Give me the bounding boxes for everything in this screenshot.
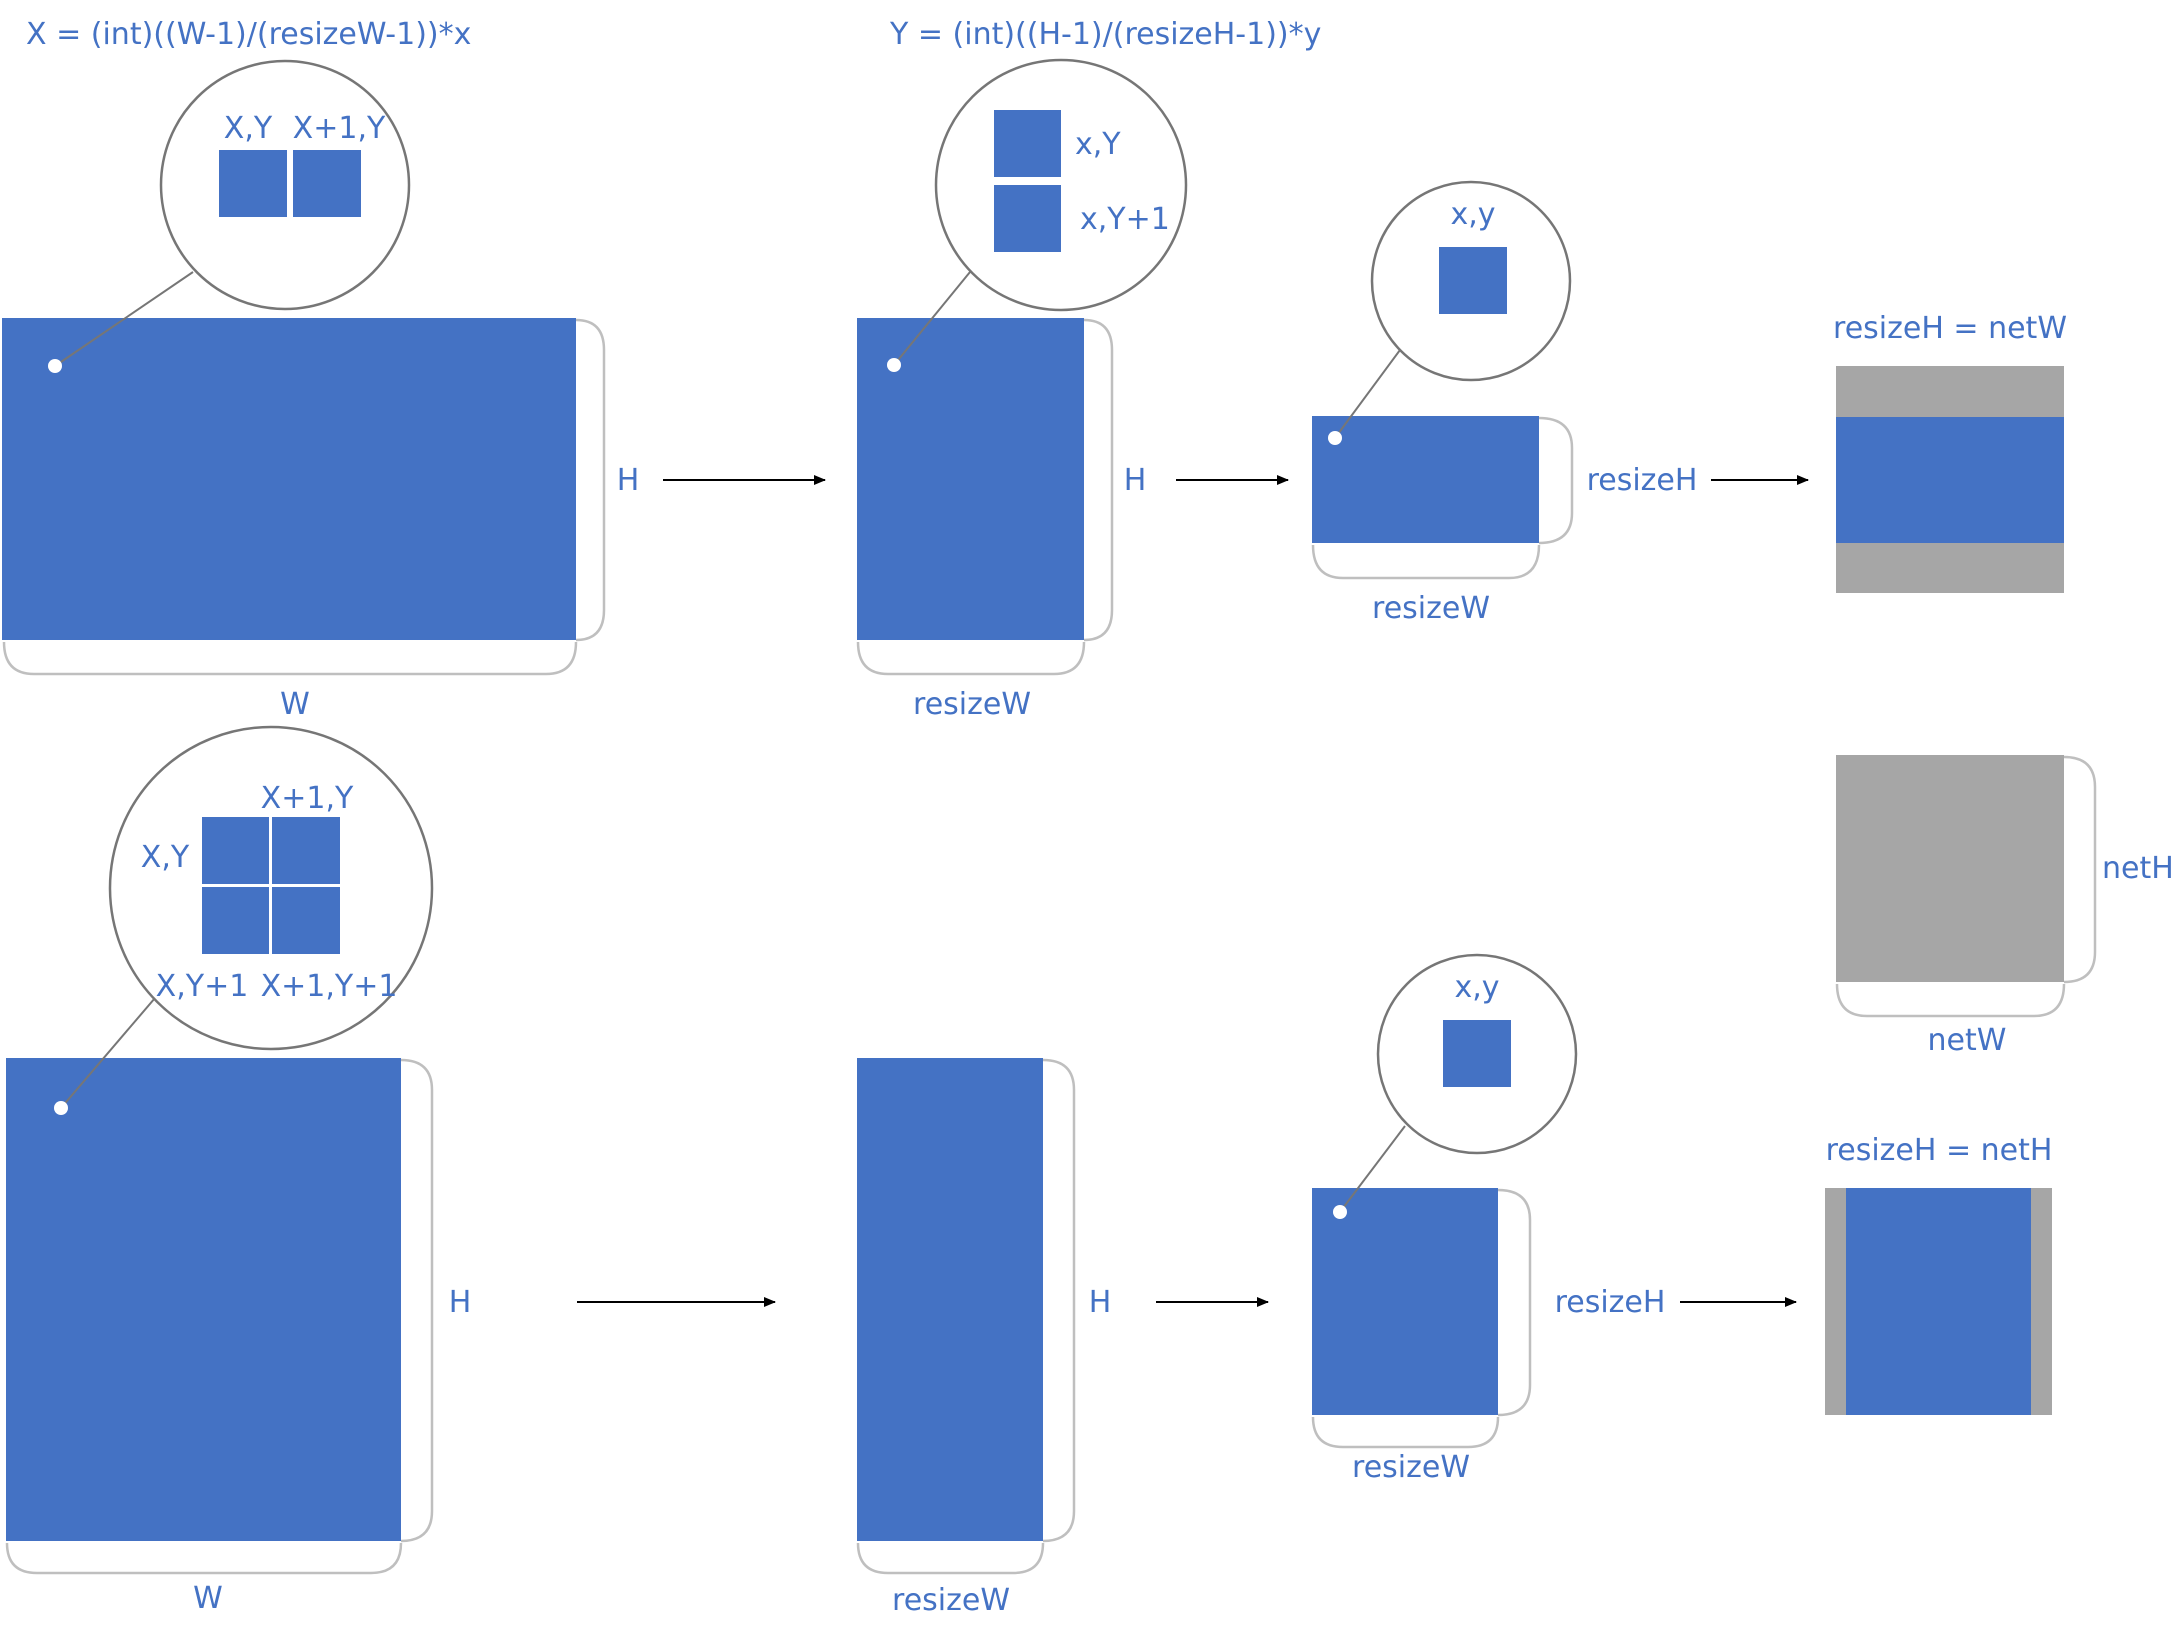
stage3-width-bracket-bottom — [1311, 1416, 1500, 1449]
source-width-bracket — [2, 641, 578, 676]
pixel-X1Y1 — [272, 887, 340, 954]
stage3-width-label: resizeW — [1372, 591, 1490, 626]
zoom-circle-4 — [108, 725, 434, 1051]
stage2-height-label: H — [1124, 463, 1147, 498]
stage3-height-bracket-bottom — [1497, 1188, 1532, 1417]
pixel-label-xY1: x,Y+1 — [1080, 202, 1170, 237]
source-image-bottom — [6, 1058, 401, 1541]
source-width-label-bottom: W — [193, 1581, 223, 1616]
net-input-reference — [1836, 755, 2064, 982]
stage2-width-bracket — [856, 641, 1086, 676]
pixel-label-xY: x,Y — [1075, 127, 1121, 162]
pixel-label-XY: X,Y — [224, 111, 273, 146]
pixel-xY — [994, 110, 1061, 177]
resized-image-top — [1312, 416, 1539, 543]
pixel-xy-bottom — [1443, 1020, 1511, 1087]
pixel-label-X1Y1: X+1,Y+1 — [261, 969, 398, 1004]
sample-point-5 — [1333, 1205, 1347, 1219]
pixel-XY1 — [202, 887, 269, 954]
pixel-label-xy-bottom: x,y — [1454, 970, 1499, 1005]
stage3-height-label-bottom: resizeH — [1555, 1285, 1666, 1320]
pixel-xY1 — [994, 185, 1061, 252]
pixel-label-X1Y-bottom: X+1,Y — [261, 781, 354, 816]
stage2-width-label-bottom: resizeW — [892, 1583, 1010, 1618]
zoom-leader-2 — [893, 271, 971, 366]
source-height-label-bottom: H — [449, 1285, 472, 1320]
net-width-bracket — [1835, 983, 2066, 1018]
net-width-label: netW — [1928, 1023, 2007, 1058]
source-height-bracket — [575, 318, 606, 642]
pixel-XY — [219, 150, 287, 217]
source-image-top — [2, 318, 576, 640]
stage2-height-bracket — [1083, 318, 1114, 642]
source-width-label: W — [280, 687, 310, 722]
pixel-XY-bottom — [202, 817, 269, 884]
pixel-xy-top — [1439, 247, 1507, 314]
pixel-label-X1Y: X+1,Y — [293, 111, 386, 146]
stage3-height-bracket — [1538, 416, 1574, 545]
width-resized-image-bottom — [857, 1058, 1043, 1541]
source-height-bracket-bottom — [400, 1058, 434, 1543]
sample-point-1 — [48, 359, 62, 373]
resized-image-bottom — [1312, 1188, 1498, 1415]
zoom-leader-3 — [1334, 349, 1401, 439]
formula-x-mapping: X = (int)((W-1)/(resizeW-1))*x — [26, 17, 471, 52]
stage2-height-bracket-bottom — [1042, 1058, 1076, 1543]
letterbox-label-netW: resizeH = netW — [1833, 311, 2067, 346]
net-input-image-top — [1836, 417, 2064, 543]
stage2-height-label-bottom: H — [1089, 1285, 1112, 1320]
sample-point-4 — [54, 1101, 68, 1115]
zoom-leader-5 — [1339, 1125, 1406, 1213]
stage3-height-label: resizeH — [1587, 463, 1698, 498]
pixel-X1Y-bottom — [272, 817, 340, 884]
sample-point-3 — [1328, 431, 1342, 445]
source-height-label: H — [617, 463, 640, 498]
stage3-width-bracket — [1311, 544, 1541, 580]
letterbox-label-netH: resizeH = netH — [1826, 1133, 2053, 1168]
source-width-bracket-bottom — [5, 1542, 403, 1575]
zoom-leader-4 — [60, 997, 156, 1109]
stage2-width-bracket-bottom — [856, 1542, 1045, 1575]
stage2-width-label: resizeW — [913, 687, 1031, 722]
pixel-label-xy-top: x,y — [1450, 197, 1495, 232]
zoom-leader-1 — [54, 271, 194, 367]
net-input-image-bottom — [1846, 1188, 2031, 1415]
pixel-label-XY-bottom: X,Y — [141, 840, 190, 875]
net-height-label: netH — [2102, 851, 2174, 886]
sample-point-2 — [887, 358, 901, 372]
formula-y-mapping: Y = (int)((H-1)/(resizeH-1))*y — [889, 17, 1321, 52]
net-height-bracket — [2063, 755, 2097, 984]
pixel-X1Y — [293, 150, 361, 217]
pixel-label-XY1: X,Y+1 — [156, 969, 249, 1004]
stage3-width-label-bottom: resizeW — [1352, 1450, 1470, 1485]
